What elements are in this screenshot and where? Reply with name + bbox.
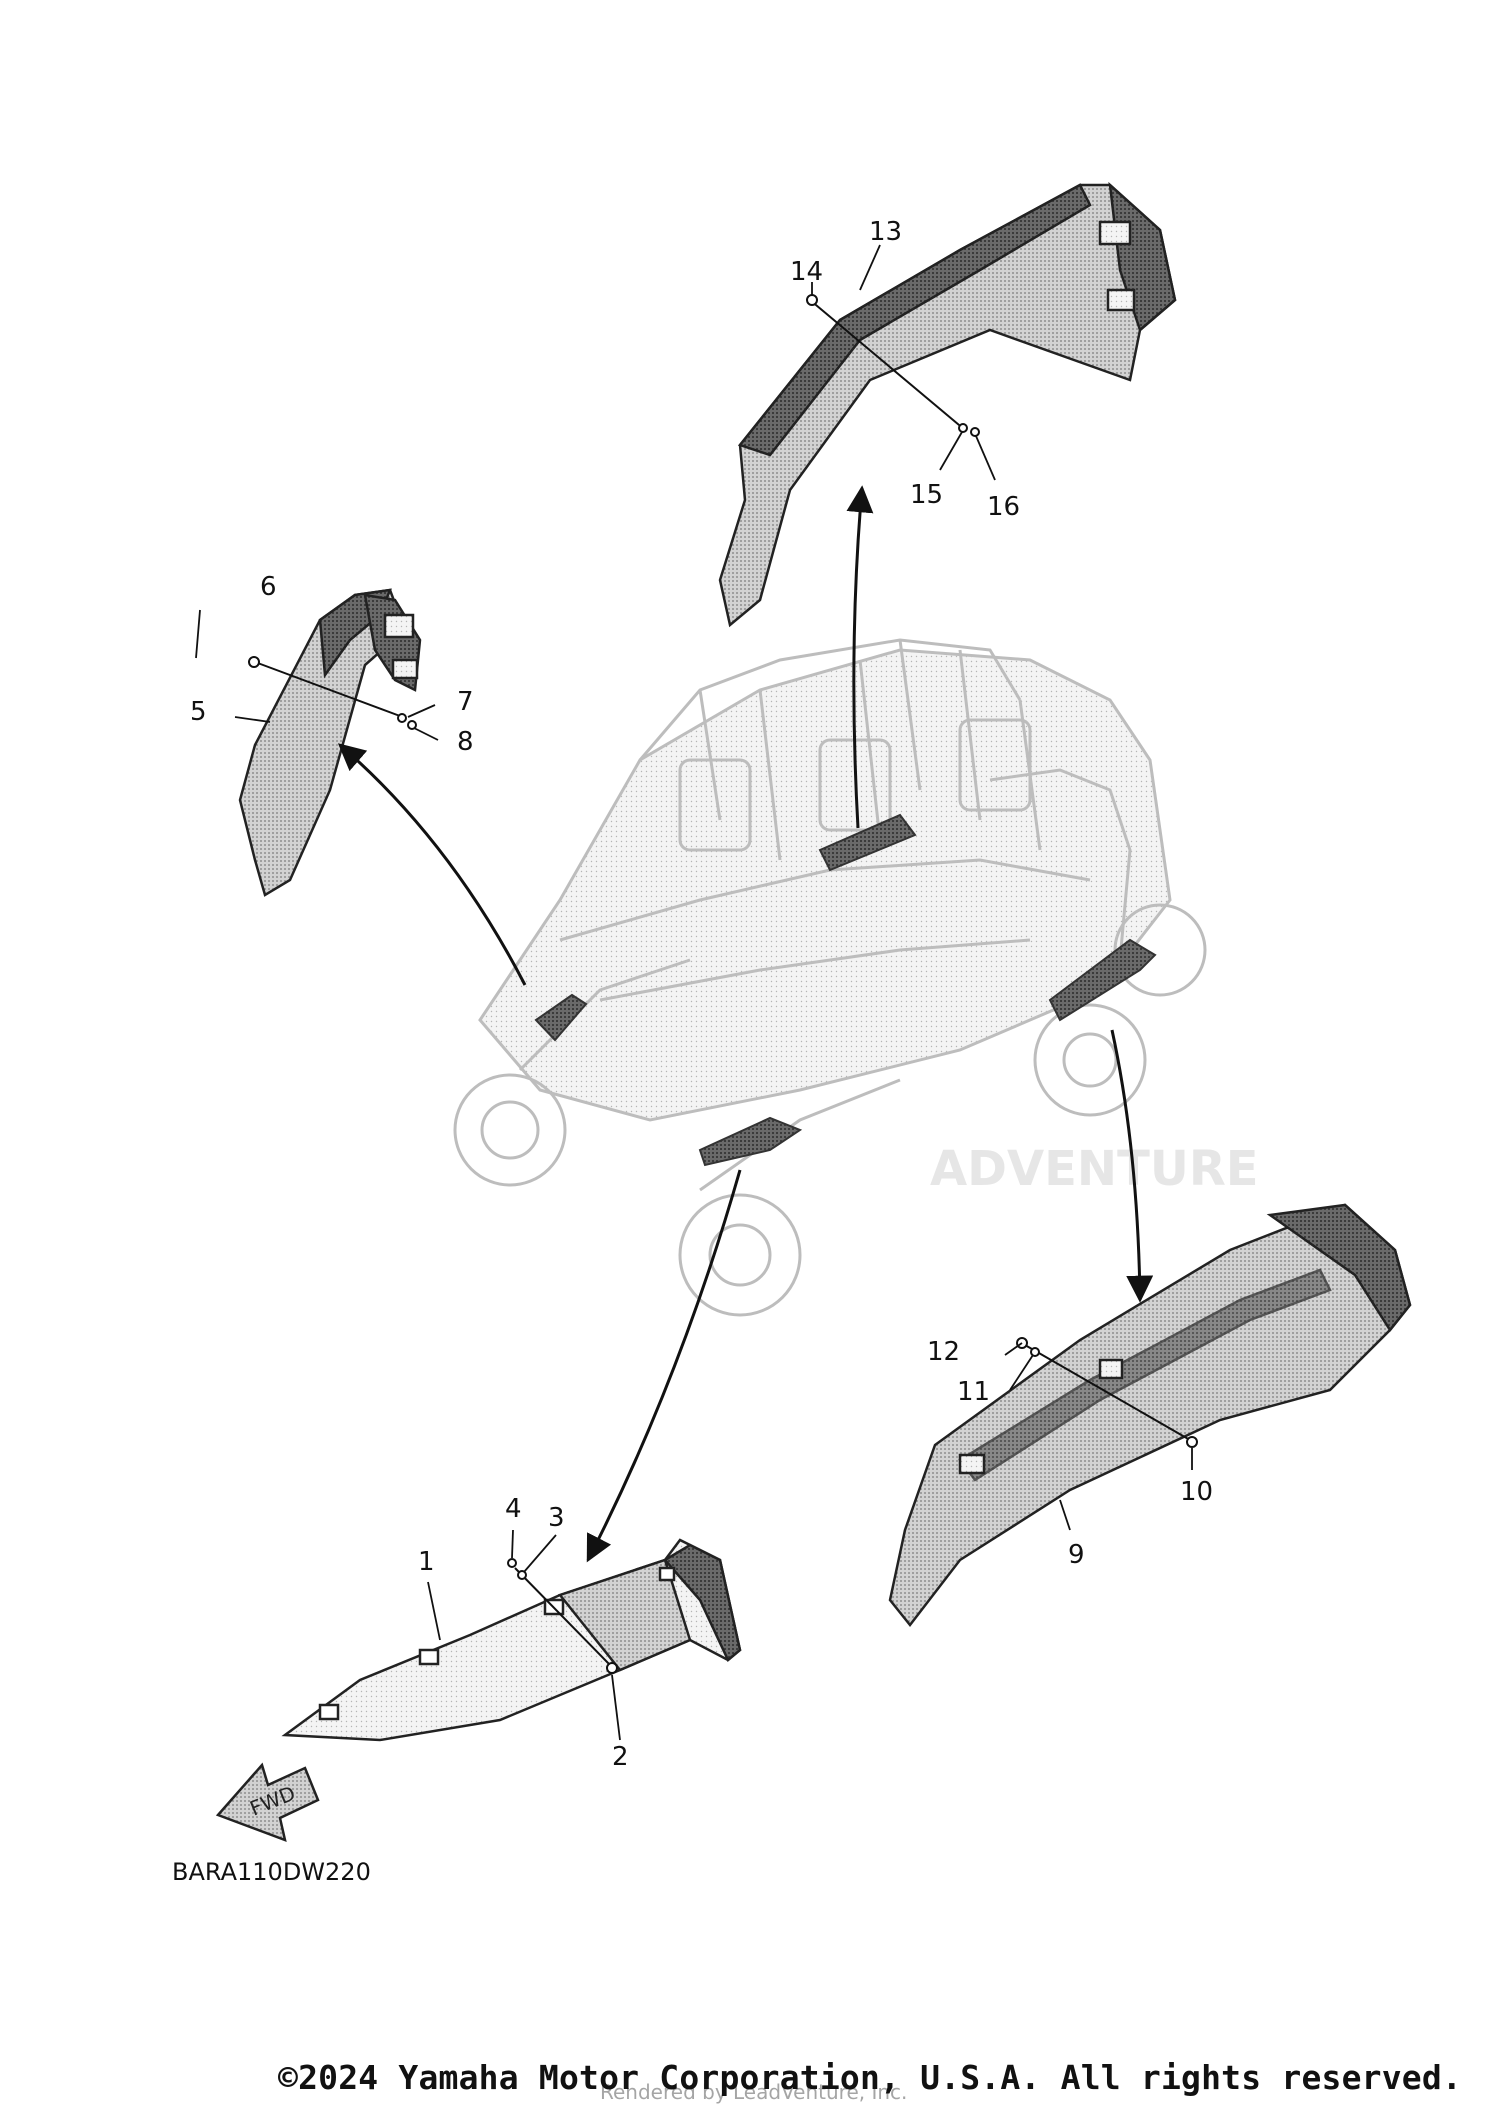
- callout-7: 7: [457, 687, 474, 717]
- watermark: ADVENTURE: [930, 1141, 1259, 1197]
- callout-2: 2: [612, 1742, 629, 1772]
- callout-6: 6: [260, 572, 277, 602]
- callout-12: 12: [927, 1337, 960, 1367]
- arrow-to-part-13: [846, 485, 874, 829]
- callout-4: 4: [505, 1494, 522, 1524]
- part-5-fender: [238, 588, 422, 897]
- callout-13: 13: [869, 217, 902, 247]
- copyright-notice: ©2024 Yamaha Motor Corporation, U.S.A. A…: [278, 2058, 1462, 2097]
- render-credit: Rendered by LeadVenture, Inc.: [600, 2080, 908, 2104]
- callout-leaders: [195, 244, 1193, 1741]
- fwd-arrow: FWD: [215, 1762, 320, 1842]
- callout-16: 16: [987, 492, 1020, 522]
- diagram-code: BARA110DW220: [172, 1858, 371, 1886]
- callout-11: 11: [957, 1377, 990, 1407]
- part-13-fender: [718, 181, 1177, 628]
- arrow-to-part-9: [1110, 1029, 1154, 1303]
- callout-10: 10: [1180, 1477, 1213, 1507]
- part-1-panel: [281, 1538, 742, 1742]
- callout-5: 5: [190, 697, 207, 727]
- callout-1: 1: [418, 1547, 435, 1577]
- callout-9: 9: [1068, 1540, 1085, 1570]
- part-9-fender: [888, 1203, 1412, 1628]
- arrow-to-part-5: [337, 743, 527, 986]
- arrow-to-part-1: [586, 1169, 742, 1563]
- callout-8: 8: [457, 727, 474, 757]
- callout-15: 15: [910, 480, 943, 510]
- callout-3: 3: [548, 1503, 565, 1533]
- callout-labels: 1 2 3 4 5 6 7 8 9 10 11 12 13 14 15 16: [190, 217, 1213, 1772]
- callout-14: 14: [790, 257, 823, 287]
- assembly-arrows: [337, 485, 1154, 1563]
- vehicle-fender-markers: [534, 813, 1157, 1167]
